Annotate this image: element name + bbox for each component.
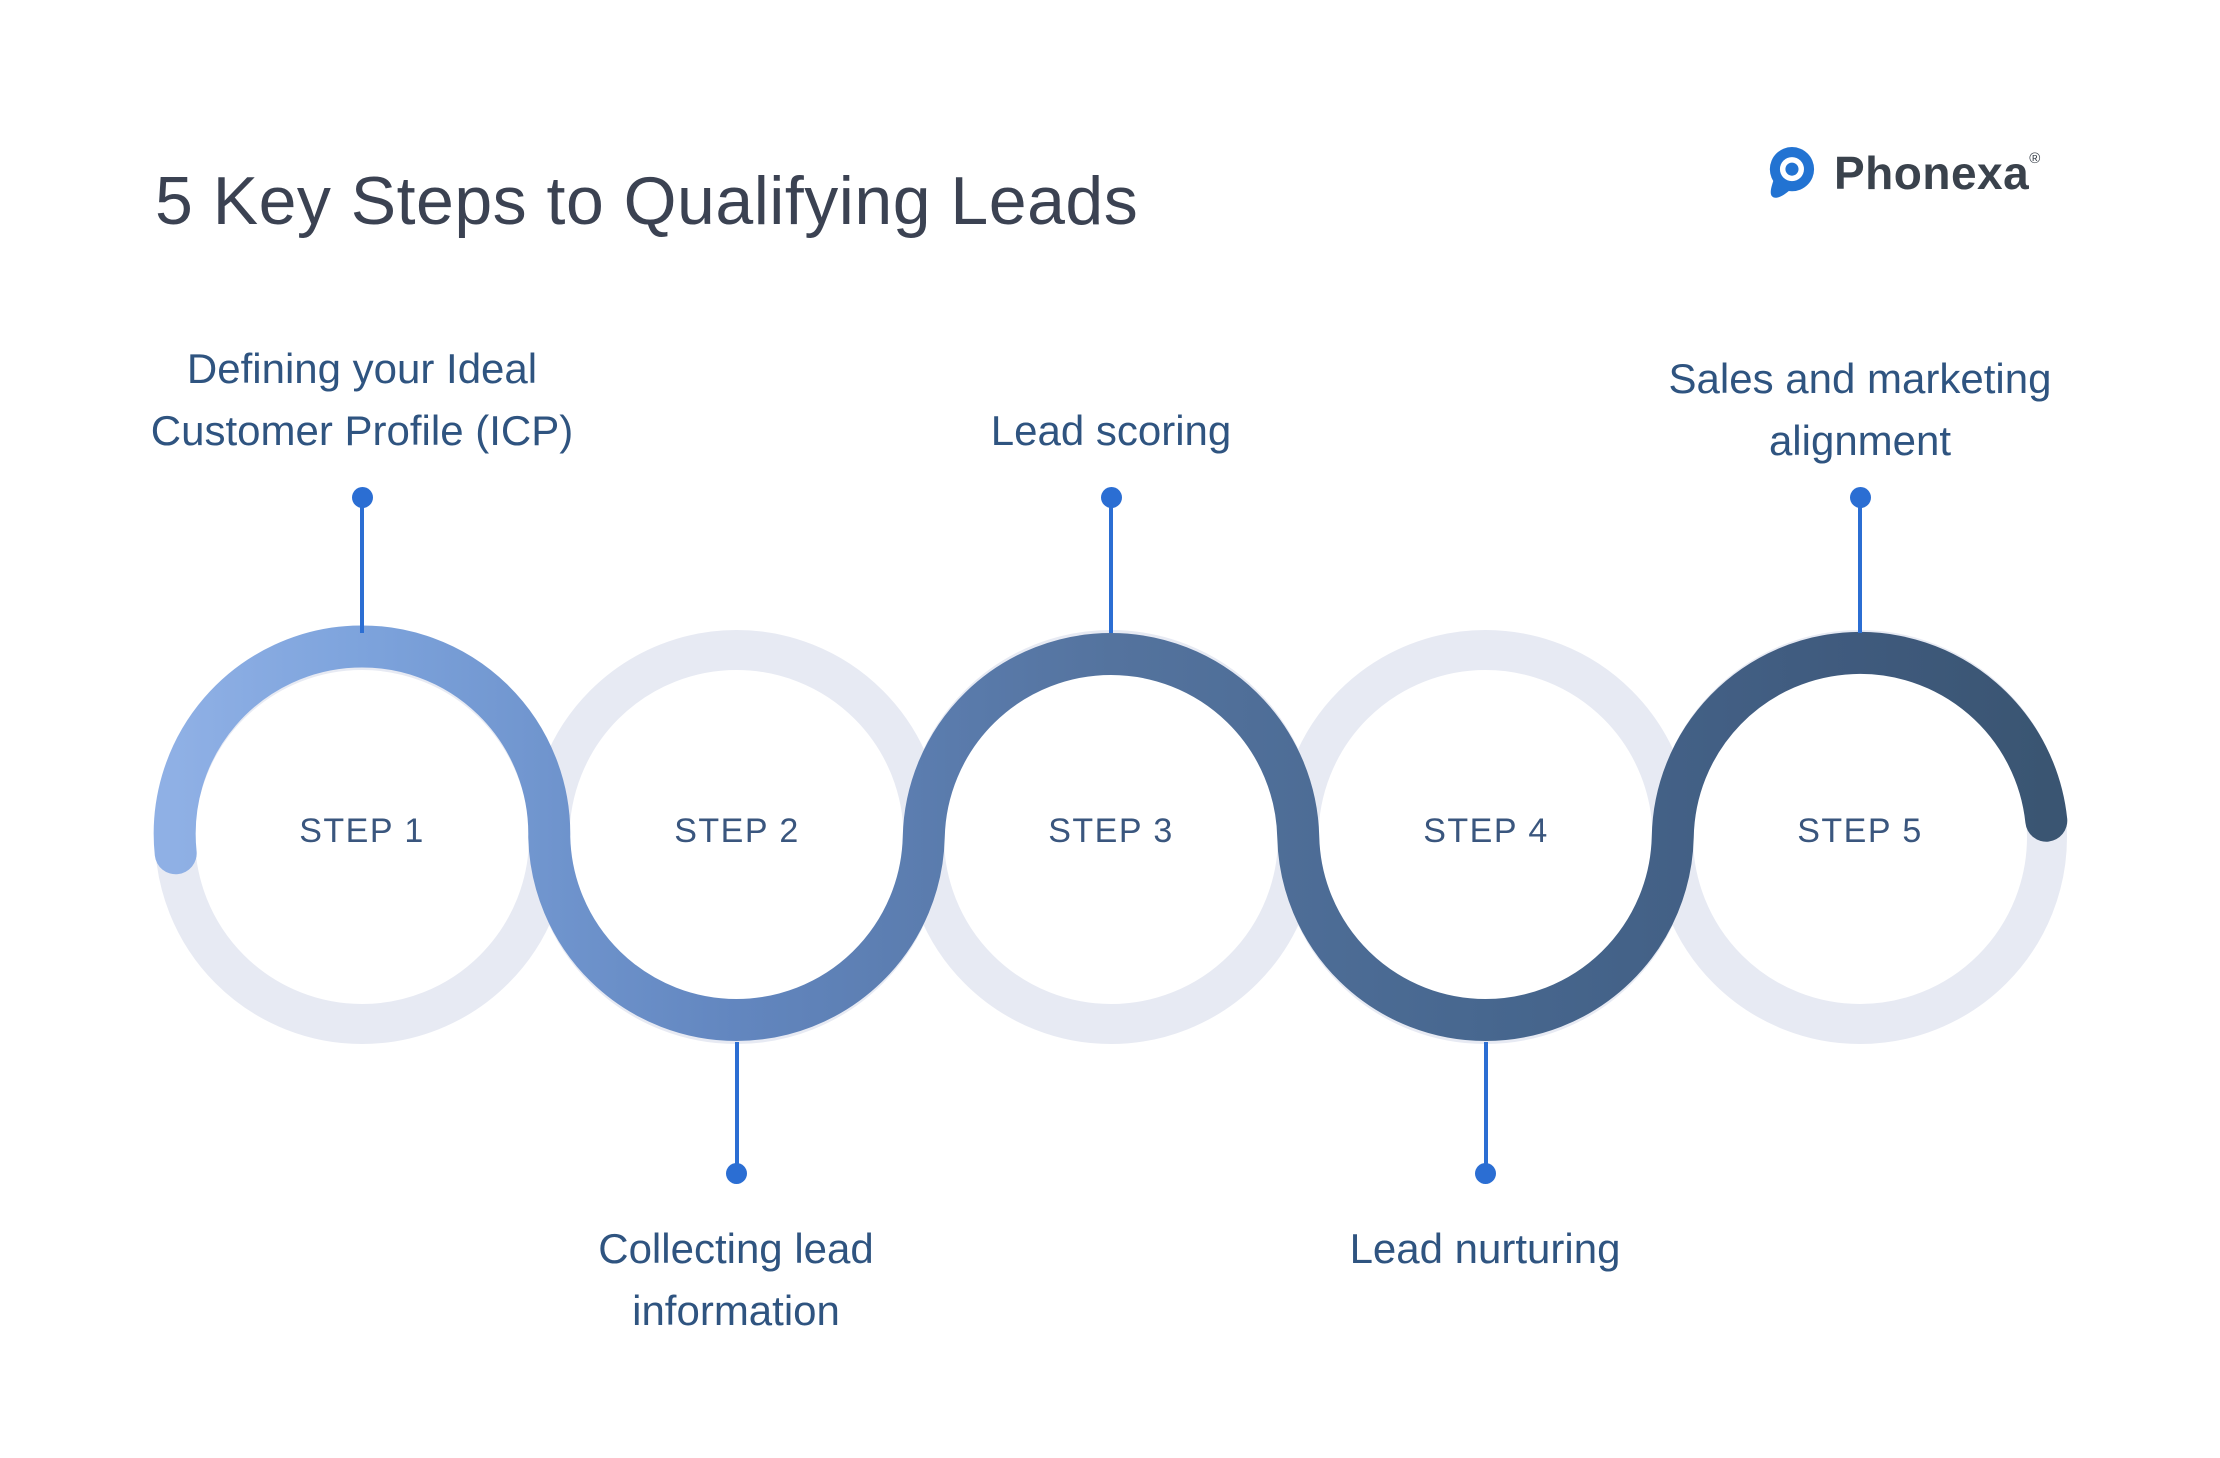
step-3-label: STEP 3 (1048, 812, 1174, 850)
chain-wave-path (153, 625, 2068, 1041)
step-1-caption: Defining your Ideal Customer Profile (IC… (150, 345, 574, 454)
connector-dot (1100, 487, 1122, 508)
page-title: 5 Key Steps to Qualifying Leads (155, 163, 1139, 239)
step-3-caption: Lead scoring (990, 407, 1232, 454)
step-5-label: STEP 5 (1797, 812, 1923, 850)
connector-line (1858, 503, 1862, 633)
step-5-caption: Sales and marketing alignment (1668, 355, 2052, 464)
pin-dot (1785, 162, 1799, 176)
connector-line (734, 1042, 739, 1166)
phonexa-pin-icon (1769, 147, 1815, 198)
step-4-label: STEP 4 (1423, 812, 1549, 850)
brand-name: Phonexa® (1834, 147, 2041, 199)
step-4-caption: Lead nurturing (1349, 1225, 1621, 1272)
step-2-label: STEP 2 (674, 812, 800, 850)
connector-line (1109, 503, 1113, 633)
connector-line (1483, 1042, 1488, 1166)
registered-mark: ® (2029, 150, 2041, 167)
connector-dot (726, 1163, 747, 1184)
connector-dot (351, 487, 373, 508)
connector-dot (1849, 487, 1871, 508)
brand-logo: Phonexa® (1766, 144, 2040, 202)
connector-line (360, 503, 364, 633)
step-2-caption: Collecting lead information (598, 1225, 874, 1334)
connector-dot (1475, 1163, 1496, 1184)
step-1-label: STEP 1 (299, 812, 425, 850)
